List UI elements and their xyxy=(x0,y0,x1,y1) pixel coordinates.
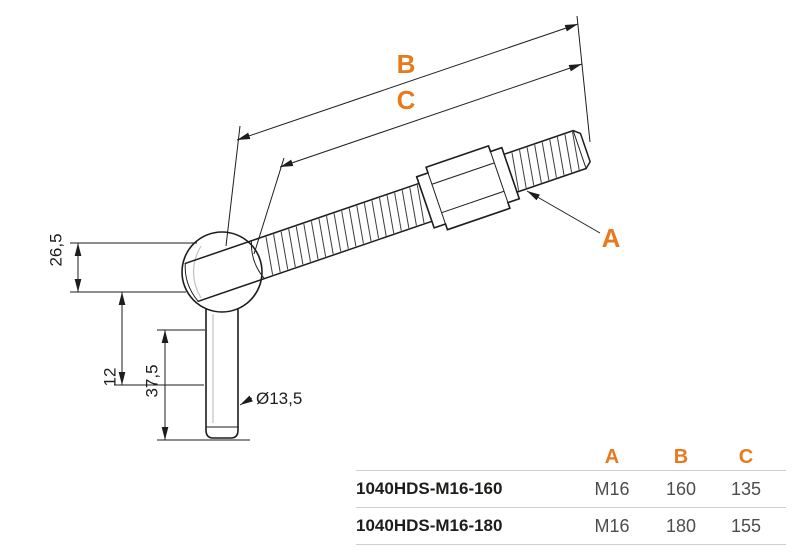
dimension-b-line xyxy=(236,23,579,141)
value-a: M16 xyxy=(594,478,630,499)
table-row: 1040HDS-M16-160 M16 160 135 xyxy=(356,470,786,507)
socket-seam-arc xyxy=(184,263,199,302)
value-c: 155 xyxy=(730,515,762,536)
extension-line xyxy=(253,157,285,255)
ball-joint xyxy=(181,231,263,313)
value-b: 160 xyxy=(665,478,697,499)
spec-table: A B C 1040HDS-M16-160 M16 160 135 1040HD… xyxy=(356,444,786,545)
a-leader-line xyxy=(526,190,601,234)
extension-line xyxy=(225,125,241,247)
dimension-12-value: 12 xyxy=(100,368,119,387)
dimension-b-label: B xyxy=(397,49,416,79)
table-header-row: A B C xyxy=(356,444,786,470)
part-number: 1040HDS-M16-180 xyxy=(356,516,503,535)
value-c: 135 xyxy=(730,478,762,499)
col-header-c: C xyxy=(738,445,754,468)
ball-shading xyxy=(192,245,202,299)
dimension-c-label: C xyxy=(397,85,416,115)
diameter-leader-line xyxy=(239,395,253,406)
part-number: 1040HDS-M16-160 xyxy=(356,479,503,498)
col-header-a: A xyxy=(604,445,620,468)
dimension-26-5-value: 26,5 xyxy=(46,233,65,266)
col-header-b: B xyxy=(673,445,689,468)
dimension-diameter-value: Ø13,5 xyxy=(256,389,302,408)
extension-line xyxy=(576,15,591,143)
table-row: 1040HDS-M16-180 M16 180 155 xyxy=(356,507,786,544)
socket-seam-arc xyxy=(250,240,265,279)
dimension-37-5-value: 37,5 xyxy=(142,364,161,397)
value-a: M16 xyxy=(594,515,630,536)
hex-nut xyxy=(415,144,521,231)
value-b: 180 xyxy=(665,515,697,536)
ball-stud xyxy=(205,299,239,439)
thread-section-left xyxy=(265,184,425,275)
dimension-a-label: A xyxy=(602,223,621,253)
dimension-c-line xyxy=(279,63,583,168)
